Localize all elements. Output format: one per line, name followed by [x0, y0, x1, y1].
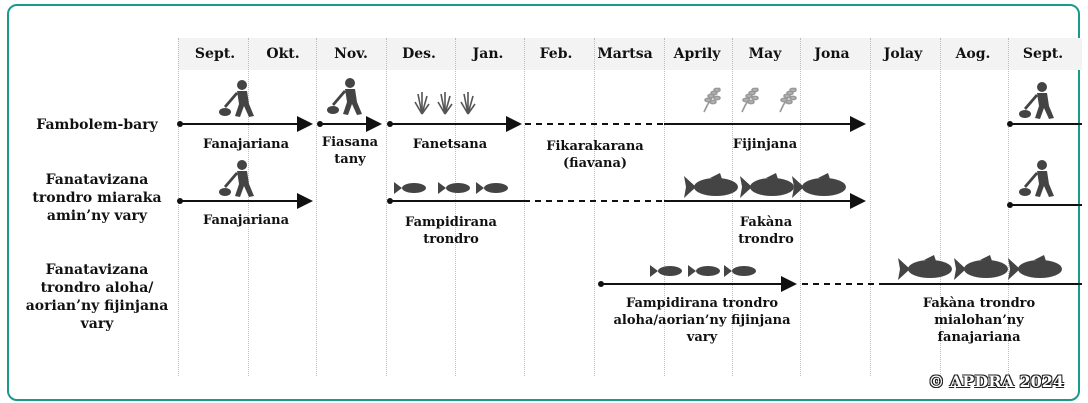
small-fish-icon	[394, 182, 426, 194]
month-divider	[870, 38, 871, 376]
month-divider	[178, 38, 179, 376]
month-header: Aprily	[673, 46, 721, 62]
month-divider	[316, 38, 317, 376]
large-fish-icon	[684, 173, 738, 198]
label-fakana-trondro: Fakàna trondro	[738, 215, 794, 247]
label-fanajariana-1: Fanajariana	[202, 137, 290, 152]
rice-panicle-icon	[779, 87, 797, 113]
small-fish-icon	[688, 265, 720, 277]
month-divider	[594, 38, 595, 376]
month-header: Aog.	[955, 46, 991, 62]
label-fanajariana-2: Fanajariana	[202, 213, 290, 228]
month-header: Jolay	[883, 46, 923, 62]
large-fish-icon	[954, 255, 1008, 280]
farmer-digging-icon	[219, 160, 254, 197]
month-divider	[940, 38, 941, 376]
month-header: May	[748, 46, 782, 62]
rice-panicle-icon	[703, 87, 721, 113]
label-fampidirana-aloha: Fampidirana trondro aloha/aorian’ny fiji…	[613, 296, 791, 345]
month-header: Sept.	[194, 46, 236, 62]
label-fiasana-tany: Fiasana tany	[321, 135, 379, 167]
month-header: Martsa	[597, 46, 653, 62]
rice-seedling-icon	[437, 92, 453, 115]
month-divider	[455, 38, 456, 376]
month-divider	[732, 38, 733, 376]
label-fampidirana-trondro: Fampidirana trondro	[405, 215, 497, 247]
month-header: Des.	[402, 46, 436, 62]
large-fish-icon	[1008, 255, 1062, 280]
row-label-rice-fish: Fanatavizana trondro miaraka amin’ny var…	[32, 172, 162, 224]
month-header-band	[178, 38, 1082, 70]
large-fish-icon	[740, 173, 794, 198]
copyright-mark: © APDRA 2024	[928, 372, 1064, 391]
label-fanetsana: Fanetsana	[412, 137, 488, 152]
month-header: Nov.	[334, 46, 368, 62]
large-fish-icon	[792, 173, 846, 198]
farmer-digging-icon	[219, 80, 254, 117]
farmer-digging-icon	[327, 78, 362, 115]
large-fish-icon	[898, 255, 952, 280]
month-divider	[248, 38, 249, 376]
month-header: Jona	[814, 46, 850, 62]
month-divider	[524, 38, 525, 376]
label-fikarakarana: Fikarakarana (fiavana)	[546, 139, 644, 171]
month-header: Okt.	[266, 46, 300, 62]
row-label-rice: Fambolem-bary	[36, 117, 158, 133]
farmer-digging-icon	[1019, 160, 1054, 197]
small-fish-icon	[438, 182, 470, 194]
month-divider	[386, 38, 387, 376]
month-divider	[800, 38, 801, 376]
small-fish-icon	[476, 182, 508, 194]
row-label-fish-pre-post: Fanatavizana trondro aloha/ aorian’ny fi…	[25, 262, 169, 332]
rice-seedling-icon	[414, 92, 430, 115]
rice-panicle-icon	[741, 87, 759, 113]
label-fakana-mialohana: Fakàna trondro mialohan’ny fanajariana	[922, 296, 1036, 345]
small-fish-icon	[724, 265, 756, 277]
small-fish-icon	[650, 265, 682, 277]
month-header: Feb.	[539, 46, 573, 62]
diagram-frame	[7, 4, 1080, 401]
month-header: Sept.	[1022, 46, 1064, 62]
label-fijinjana: Fijinjana	[732, 137, 798, 152]
month-header: Jan.	[472, 46, 504, 62]
month-divider	[664, 38, 665, 376]
rice-seedling-icon	[460, 92, 476, 115]
farmer-digging-icon	[1019, 82, 1054, 119]
